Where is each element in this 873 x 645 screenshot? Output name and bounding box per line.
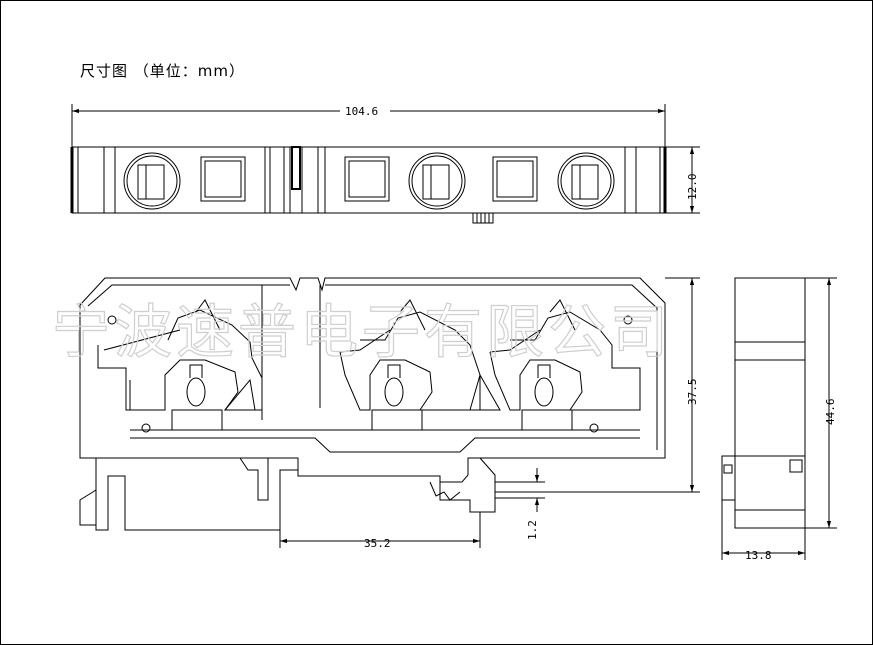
watermark-text: 宁波速普电子有限公司: [52, 298, 672, 366]
dim-side-height: 44.6: [824, 399, 837, 426]
drawing-title: 尺寸图 （单位：mm）: [80, 62, 245, 80]
side-view: [721, 277, 837, 560]
dim-rail-offset: 1.2: [526, 520, 539, 540]
dim-rail-pitch: 35.2: [364, 537, 391, 550]
dim-top-height: 12.0: [686, 174, 699, 201]
front-view: [79, 277, 700, 548]
dim-overall-length: 104.6: [345, 105, 378, 118]
top-view: [70, 104, 700, 224]
dim-front-height: 37.5: [686, 379, 699, 406]
dim-side-width: 13.8: [745, 549, 772, 562]
